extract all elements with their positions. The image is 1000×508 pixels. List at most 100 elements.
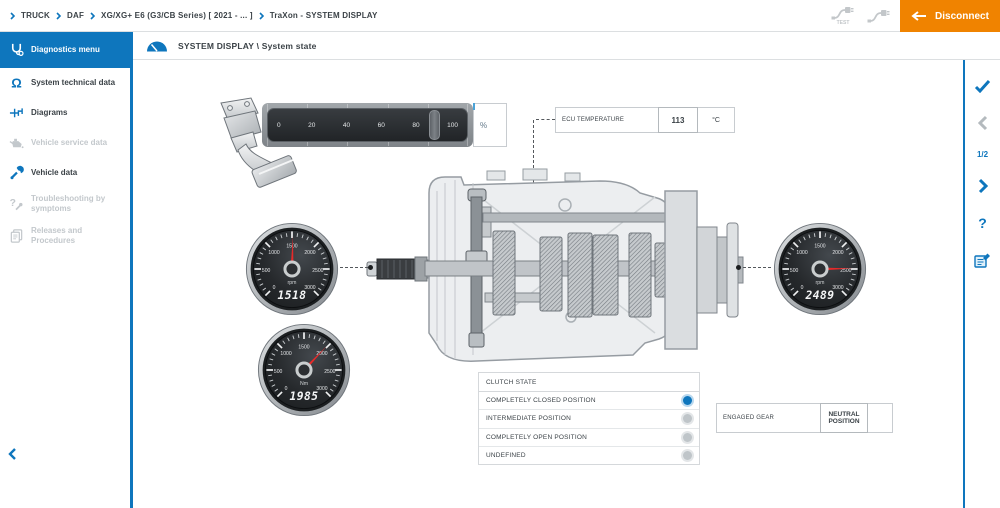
sidebar-item-system-technical-data[interactable]: Ω System technical data	[0, 68, 130, 98]
oil-can-icon	[8, 135, 25, 151]
notes-button[interactable]	[973, 250, 993, 270]
question-wrench-icon: ?	[8, 196, 25, 212]
svg-text:3000: 3000	[304, 285, 315, 291]
svg-text:0: 0	[273, 285, 276, 291]
disconnect-button[interactable]: Disconnect	[900, 0, 1000, 32]
page-title: SYSTEM DISPLAY \ System state	[178, 40, 317, 51]
ecu-temperature-label: ECU TEMPERATURE	[562, 117, 625, 123]
svg-text:1500: 1500	[814, 243, 825, 249]
sidebar-item-label: Vehicle service data	[31, 138, 108, 147]
scale-label: 60	[377, 121, 385, 129]
circuit-icon	[8, 105, 25, 121]
chevron-right-icon	[10, 11, 15, 20]
sidebar-item-label: Releases and Procedures	[31, 226, 83, 245]
chevron-right-icon	[978, 178, 988, 194]
confirm-button[interactable]	[973, 76, 993, 96]
svg-text:?: ?	[10, 198, 16, 209]
sidebar-item-diagrams[interactable]: Diagrams	[0, 98, 130, 128]
svg-text:2000: 2000	[832, 250, 843, 256]
input-speed-gauge: 0 500 1000 1500 2000 2500 3000 rpm 1518	[245, 222, 339, 316]
test-icon-label: TEST	[836, 20, 850, 26]
output-speed-gauge: 0 500 1000 1500 2000 2500 3000 rpm 2489	[773, 222, 867, 316]
connector-icon[interactable]	[864, 3, 894, 29]
svg-text:2500: 2500	[840, 268, 851, 274]
chevron-left-icon	[977, 115, 987, 131]
sidebar-item-label: Diagnostics menu	[31, 45, 100, 54]
clutch-option-intermediate[interactable]: INTERMEDIATE POSITION	[479, 410, 699, 429]
right-toolbar: 1/2 ?	[963, 60, 1000, 508]
ecu-temperature-unit: °C	[712, 116, 720, 124]
previous-page-button[interactable]	[973, 113, 993, 133]
svg-text:2000: 2000	[316, 351, 327, 357]
system-display-canvas: 0 20 40 60 80 100 % ECU TEMPERATURE 113 …	[133, 60, 963, 508]
sidebar-item-diagnostics-menu[interactable]: Diagnostics menu	[0, 32, 130, 68]
clutch-state-panel: CLUTCH STATE COMPLETELY CLOSED POSITION …	[478, 372, 700, 465]
clutch-option-completely-closed[interactable]: COMPLETELY CLOSED POSITION	[479, 392, 699, 411]
sidebar-item-troubleshooting[interactable]: ? Troubleshooting by symptoms	[0, 188, 130, 220]
svg-text:1000: 1000	[268, 250, 279, 256]
radio-button[interactable]	[683, 396, 692, 406]
sidebar-item-label: Vehicle data	[31, 168, 78, 177]
clutch-option-undefined[interactable]: UNDEFINED	[479, 447, 699, 464]
svg-text:1985: 1985	[289, 390, 318, 403]
connector-line	[533, 120, 534, 188]
svg-text:500: 500	[790, 268, 799, 274]
scale-label: 20	[308, 121, 316, 129]
pedal-position-gauge: 0 20 40 60 80 100	[262, 103, 473, 147]
sidebar-item-label: System technical data	[31, 78, 116, 87]
pedal-gauge-scale: 0 20 40 60 80 100	[268, 109, 467, 141]
svg-text:3000: 3000	[316, 386, 327, 392]
sidebar-item-vehicle-service-data[interactable]: Vehicle service data	[0, 128, 130, 158]
sidebar-item-vehicle-data[interactable]: Vehicle data	[0, 158, 130, 188]
breadcrumb-item[interactable]: TRUCK	[10, 11, 50, 20]
connector-line	[536, 119, 555, 120]
clutch-pedal-illustration	[220, 97, 297, 188]
svg-text:1000: 1000	[796, 250, 807, 256]
svg-text:1500: 1500	[298, 344, 309, 350]
radio-button[interactable]	[683, 450, 692, 460]
notes-icon	[974, 253, 990, 268]
svg-text:2500: 2500	[324, 369, 335, 375]
breadcrumb-label: XG/XG+ E6 (G3/CB Series) [ 2021 - ... ]	[101, 11, 253, 20]
svg-text:1000: 1000	[280, 351, 291, 357]
breadcrumb-item[interactable]: DAF	[56, 11, 84, 20]
engaged-gear-value: NEUTRAL POSITION	[820, 403, 868, 433]
ecu-temperature-value: 113	[658, 107, 698, 133]
sidebar-collapse-button[interactable]	[8, 447, 17, 466]
engaged-gear-unit	[868, 404, 892, 432]
radio-button[interactable]	[683, 414, 692, 424]
omega-icon: Ω	[8, 75, 25, 91]
breadcrumb-item[interactable]: TraXon - SYSTEM DISPLAY	[259, 11, 378, 20]
clutch-option-completely-open[interactable]: COMPLETELY OPEN POSITION	[479, 429, 699, 447]
documents-icon	[8, 228, 25, 244]
connector-line	[340, 267, 368, 268]
radio-button[interactable]	[683, 432, 692, 442]
breadcrumb-label: TraXon - SYSTEM DISPLAY	[269, 11, 378, 20]
next-page-button[interactable]	[973, 176, 993, 196]
sidebar-item-releases-procedures[interactable]: Releases and Procedures	[0, 220, 130, 252]
ecu-temperature-box: ECU TEMPERATURE 113 °C	[555, 107, 735, 133]
svg-text:rpm: rpm	[816, 280, 825, 286]
pedal-position-indicator	[429, 110, 441, 140]
pedal-gauge-face: 0 20 40 60 80 100	[267, 108, 468, 142]
connector-line	[743, 267, 771, 268]
svg-text:0: 0	[285, 386, 288, 392]
page-header: SYSTEM DISPLAY \ System state	[133, 32, 1000, 60]
disconnect-label: Disconnect	[935, 10, 989, 22]
breadcrumb-label: DAF	[67, 11, 85, 20]
help-button[interactable]: ?	[978, 215, 987, 231]
clutch-torque-gauge: 0 500 1000 1500 2000 2500 3000 Nm 1985	[257, 323, 351, 417]
transmission-illustration	[366, 168, 744, 362]
scale-label: 0	[277, 121, 281, 129]
option-label: COMPLETELY CLOSED POSITION	[486, 397, 596, 405]
svg-text:1518: 1518	[277, 289, 306, 302]
unit-box-tick	[473, 103, 475, 110]
chevron-right-icon	[259, 11, 264, 20]
engaged-gear-box: ENGAGED GEAR NEUTRAL POSITION	[716, 403, 893, 433]
breadcrumb-item[interactable]: XG/XG+ E6 (G3/CB Series) [ 2021 - ... ]	[90, 11, 253, 20]
test-connector-icon[interactable]: TEST	[828, 3, 858, 29]
svg-text:500: 500	[274, 369, 283, 375]
check-icon	[974, 79, 991, 93]
svg-text:Ω: Ω	[11, 76, 22, 91]
